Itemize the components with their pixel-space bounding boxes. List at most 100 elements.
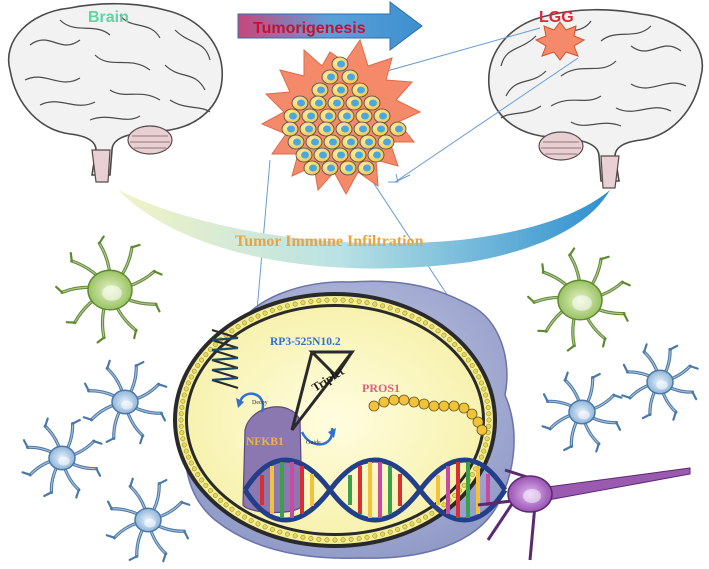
membrane-dot: [212, 493, 218, 498]
membrane-dot: [409, 521, 415, 527]
tumor-cell-nucleus: [343, 112, 351, 120]
tumor-cell-nucleus: [287, 125, 295, 133]
tumor-cell-nucleus: [319, 151, 327, 159]
tumor-cell-nucleus: [327, 164, 335, 172]
membrane-dot: [188, 460, 194, 466]
membrane-dot: [446, 337, 452, 343]
membrane-dot: [348, 298, 354, 304]
membrane-dot: [481, 448, 487, 454]
membrane-dot: [479, 454, 484, 460]
brain-label: Brain: [88, 9, 129, 26]
glial-cells: [21, 235, 699, 563]
astrocyte-icon: [621, 343, 699, 421]
membrane-dot: [181, 392, 187, 398]
membrane-dot: [340, 297, 346, 303]
membrane-dot: [203, 352, 209, 358]
membrane-dot: [191, 466, 197, 472]
membrane-dot: [364, 534, 370, 540]
membrane-dot: [340, 537, 346, 543]
membrane-dot: [435, 328, 441, 334]
membrane-dot: [465, 357, 471, 363]
tumor-cell-nucleus: [363, 164, 371, 172]
membrane-dot: [248, 316, 254, 322]
membrane-dot: [387, 305, 393, 311]
membrane-dot: [242, 514, 247, 520]
membrane-dot: [188, 374, 194, 380]
tumor-cell-nucleus: [325, 112, 333, 120]
tumor-cell-nucleus: [383, 138, 391, 146]
membrane-dot: [262, 524, 268, 530]
membrane-dot: [485, 405, 491, 410]
tumor-cell-nucleus: [369, 99, 377, 107]
bead: [378, 396, 390, 408]
membrane-dot: [486, 423, 492, 429]
tumor-cell-nucleus: [341, 125, 349, 133]
tumor-cell-nucleus: [347, 73, 355, 81]
tumorigenesis-label: Tumorigenesis: [253, 20, 366, 37]
membrane-dot: [207, 488, 213, 493]
tumor-cell-nucleus: [311, 138, 319, 146]
bead: [388, 394, 400, 406]
membrane-dot: [457, 347, 463, 352]
membrane-dot: [316, 298, 322, 304]
membrane-dot: [416, 316, 422, 322]
membrane-dot: [364, 300, 370, 306]
tumor-cell-nucleus: [345, 164, 353, 172]
membrane-dot: [277, 529, 283, 535]
membrane-dot: [292, 533, 298, 539]
tumor-cell-nucleus: [329, 138, 337, 146]
lgg-tumor-star: [534, 21, 586, 61]
membrane-dot: [186, 380, 191, 386]
membrane-dot: [481, 386, 487, 392]
membrane-dot: [183, 386, 189, 392]
membrane-dot: [180, 436, 186, 442]
membrane-dot: [218, 497, 224, 503]
tumor-cell-nucleus: [365, 138, 373, 146]
tumor-cluster-icon: [260, 38, 422, 196]
membrane-dot: [483, 392, 489, 398]
membrane-dot: [269, 527, 275, 533]
tumor-cell-nucleus: [309, 164, 317, 172]
membrane-dot: [479, 380, 484, 386]
pros1-label: PROS1: [362, 381, 400, 395]
bead: [476, 424, 488, 436]
membrane-dot: [255, 313, 261, 319]
membrane-dot: [277, 305, 283, 311]
membrane-dot: [212, 342, 218, 347]
membrane-dot: [332, 537, 338, 543]
tumor-cell-nucleus: [337, 60, 345, 68]
membrane-dot: [372, 301, 378, 307]
microglia-icon: [55, 235, 163, 344]
astrocyte-icon: [21, 417, 103, 499]
membrane-dot: [235, 324, 241, 330]
tumor-cell-nucleus: [317, 86, 325, 94]
membrane-dot: [195, 363, 201, 368]
tumor-cell-nucleus: [355, 151, 363, 159]
tumor-cell-nucleus: [359, 125, 367, 133]
tumor-cell-nucleus: [337, 151, 345, 159]
membrane-dot: [476, 374, 482, 380]
membrane-dot: [461, 482, 467, 488]
membrane-dot: [356, 536, 362, 541]
tumor-cell-nucleus: [323, 125, 331, 133]
membrane-dot: [429, 324, 435, 330]
membrane-dot: [229, 506, 235, 512]
membrane-dot: [484, 436, 490, 442]
membrane-dot: [308, 299, 314, 304]
tumor-cell-nucleus: [395, 125, 403, 133]
microglia-icon: [527, 247, 631, 352]
membrane-dot: [178, 417, 184, 423]
membrane-dot: [423, 320, 428, 326]
tumor-cell-nucleus: [301, 151, 309, 159]
membrane-dot: [469, 472, 475, 477]
membrane-dot: [199, 477, 205, 483]
immune-infiltration-label: Tumor Immune Infiltration: [235, 233, 424, 250]
lncrna-label: RP3-525N10.2: [270, 336, 341, 348]
membrane-dot: [284, 303, 290, 309]
membrane-dot: [292, 301, 298, 307]
membrane-dot: [235, 510, 241, 516]
membrane-dot: [484, 398, 490, 404]
bead: [448, 400, 460, 412]
membrane-dot: [380, 531, 386, 537]
